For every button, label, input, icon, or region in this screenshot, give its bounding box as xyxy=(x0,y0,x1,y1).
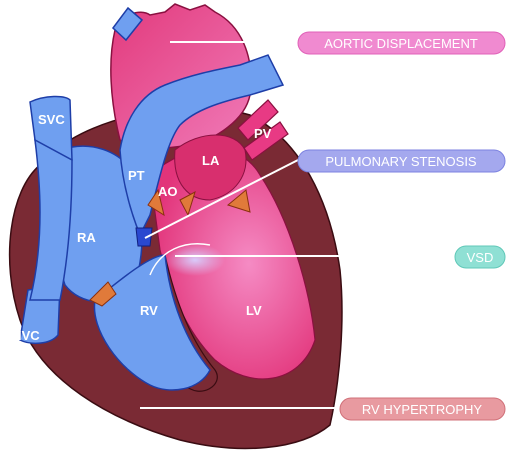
label-ao: AO xyxy=(158,184,178,199)
pulmonary-vein-upper xyxy=(237,99,279,141)
label-pt: PT xyxy=(128,168,145,183)
left-atrium xyxy=(174,134,247,201)
pulmonary-stenosis-constriction xyxy=(135,227,153,247)
pulmonary-vein-lower xyxy=(243,121,289,161)
label-pv: PV xyxy=(254,126,272,141)
callout-rv-hypertrophy: RV HYPERTROPHY xyxy=(339,397,506,421)
leader-pulmonary xyxy=(144,159,299,239)
callout-vsd: VSD xyxy=(454,245,506,269)
callout-aortic-displacement: AORTIC DISPLACEMENT xyxy=(297,31,506,55)
aorta-branch-left xyxy=(111,6,144,42)
label-ivc: IVC xyxy=(18,328,40,343)
callout-pulmonary-stenosis: PULMONARY STENOSIS xyxy=(297,149,506,173)
callout-pulmonary-text: PULMONARY STENOSIS xyxy=(325,154,477,169)
label-lv: LV xyxy=(246,303,262,318)
callout-aortic-text: AORTIC DISPLACEMENT xyxy=(324,36,478,51)
label-ra: RA xyxy=(77,230,96,245)
label-la: LA xyxy=(202,153,220,168)
vsd-shunt-glow xyxy=(165,244,225,276)
aortic-valve-left xyxy=(147,188,165,217)
mitral-valve xyxy=(226,189,251,213)
tricuspid-valve xyxy=(89,281,117,307)
callout-rvh-text: RV HYPERTROPHY xyxy=(362,402,482,417)
vena-cava-trunk xyxy=(29,138,73,301)
right-ventricle xyxy=(93,254,211,391)
label-rv: RV xyxy=(140,303,158,318)
aortic-valve-right xyxy=(179,190,196,217)
label-svc: SVC xyxy=(38,112,65,127)
vsd-shunt-arrow xyxy=(149,243,211,276)
callout-vsd-text: VSD xyxy=(467,250,494,265)
